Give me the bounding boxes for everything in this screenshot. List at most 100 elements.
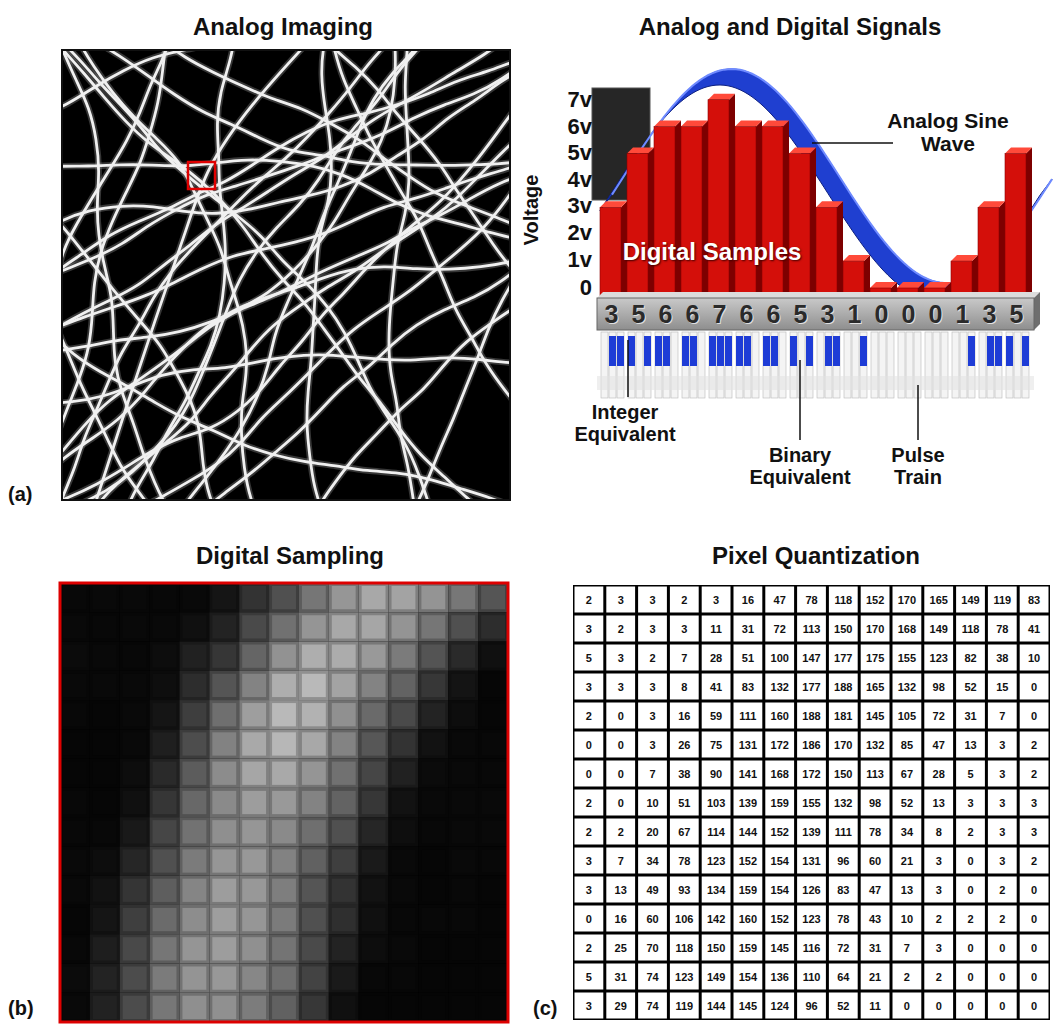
table-cell: 170 [866,622,884,634]
table-cell-box [606,674,635,700]
table-cell-box [797,848,826,874]
pixel-square [478,905,508,934]
table-cell: 131 [739,738,757,750]
table-cell-box [734,848,763,874]
pixel-square [329,642,359,671]
pixel-square [90,612,120,641]
table-cell: 2 [936,970,942,982]
table-cell: 3 [618,593,624,605]
pixel-square [239,876,269,905]
table-cell: 123 [802,912,820,924]
panel-title: Pixel Quantization [712,543,920,569]
bar-side [1026,148,1032,299]
table-cell: 2 [586,709,592,721]
pixel-square [418,846,448,875]
table-cell-box [670,877,699,903]
pixel-face [272,849,296,872]
table-cell-box [638,761,667,787]
table-cell: 7 [649,767,655,779]
pixel-face [451,586,475,609]
table-cell: 98 [933,680,945,692]
bar-side [810,148,816,299]
pixel-square [120,963,150,992]
pixel-square [329,993,359,1022]
pixel-face [362,849,386,872]
pixel-square [329,905,359,934]
table-cell-box [1020,790,1049,816]
panel-title: Analog Imaging [193,14,373,40]
table-cell: 31 [742,622,754,634]
filament [62,50,510,401]
pulse-band [597,376,1034,390]
pixel-face [362,879,386,902]
table-cell: 2 [1031,738,1037,750]
pixel-face [362,820,386,843]
table-cell-box [734,703,763,729]
pixel-face [272,703,296,726]
pixel-square [389,905,419,934]
pixel-square [359,876,389,905]
pixel-square [389,876,419,905]
pixel-face [302,703,326,726]
pixel-face [332,645,356,668]
pixel-face [182,820,206,843]
pixel-face [242,937,266,960]
pixel-face [421,908,445,931]
table-cell: 0 [1031,709,1037,721]
pixel-face [332,820,356,843]
table-cell-box [638,703,667,729]
bar-side [756,121,762,298]
table-cell: 10 [901,912,913,924]
table-cell-box [988,790,1017,816]
table-cell: 74 [646,970,658,982]
bar-top [951,255,978,261]
pixel-face [153,762,177,785]
table-cell-box [670,790,699,816]
bit-pulse [744,336,751,366]
bar-front [735,127,756,298]
table-cell: 3 [586,680,592,692]
table-cell-box [956,906,985,932]
table-cell-box [797,906,826,932]
pixel-face [182,937,206,960]
pixel-face [332,908,356,931]
table-cell-box [797,674,826,700]
table-cell-box [702,848,731,874]
table-cell: 168 [771,767,789,779]
pixel-square [389,612,419,641]
filament-glow [62,50,503,500]
pixel-face [182,645,206,668]
table-cell: 0 [999,970,1005,982]
pixel-square [150,963,180,992]
pixel-square [359,817,389,846]
pixel-face [272,820,296,843]
table-cell: 20 [646,825,658,837]
bit-pulse [709,336,716,366]
table-cell: 13 [964,738,976,750]
pixel-face [123,937,147,960]
table-cell-box [893,848,922,874]
bar-front [789,154,810,299]
table-cell: 0 [967,883,973,895]
table-cell: 16 [678,709,690,721]
pixel-face [153,732,177,755]
pixel-face [332,937,356,960]
pixel-square [209,583,239,612]
pixel-face [362,674,386,697]
pixel-square [150,642,180,671]
pixel-square [448,817,478,846]
pixel-square [418,788,448,817]
table-cell-box [1020,761,1049,787]
pixel-square [269,671,299,700]
panel-title: Analog and Digital Signals [639,14,942,40]
pixel-square [60,876,90,905]
bar-top [627,148,654,154]
table-cell: 165 [930,593,948,605]
pixel-square [478,612,508,641]
digital-sample-bar [735,121,762,298]
pixel-table [573,585,1050,1020]
pixel-face [392,674,416,697]
table-cell-box [638,674,667,700]
table-cell: 154 [771,854,789,866]
pixel-face [63,966,87,989]
